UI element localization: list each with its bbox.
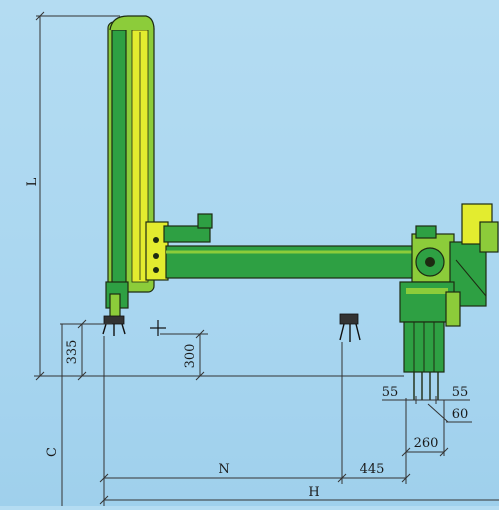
robot-machine (102, 15, 499, 400)
horizontal-beam (165, 245, 417, 279)
dim-label-N: N (218, 462, 229, 477)
right-drive-assembly (411, 203, 499, 307)
picker-column (399, 281, 461, 373)
dim-label-300: 300 (183, 344, 198, 369)
dim-label-445: 445 (360, 462, 385, 477)
dim-label-60: 60 (452, 407, 469, 422)
dimension-labels: L 335 300 C N 445 H 260 55 55 60 (25, 177, 468, 500)
dim-label-55-right: 55 (452, 385, 469, 400)
dim-label-L: L (25, 177, 40, 186)
dimension-lines (34, 11, 499, 506)
sprue-picker (339, 313, 361, 342)
dim-label-H: H (308, 485, 319, 500)
picker-fingers (413, 372, 439, 400)
dim-label-260: 260 (414, 436, 439, 451)
center-cross-marker (150, 320, 166, 336)
dim-label-55-left: 55 (382, 385, 399, 400)
dim-label-335: 335 (65, 340, 80, 365)
dim-label-C: C (45, 447, 60, 457)
carriage-block (145, 213, 213, 281)
vertical-arm-gripper (102, 315, 126, 336)
vertical-arm (105, 15, 155, 319)
